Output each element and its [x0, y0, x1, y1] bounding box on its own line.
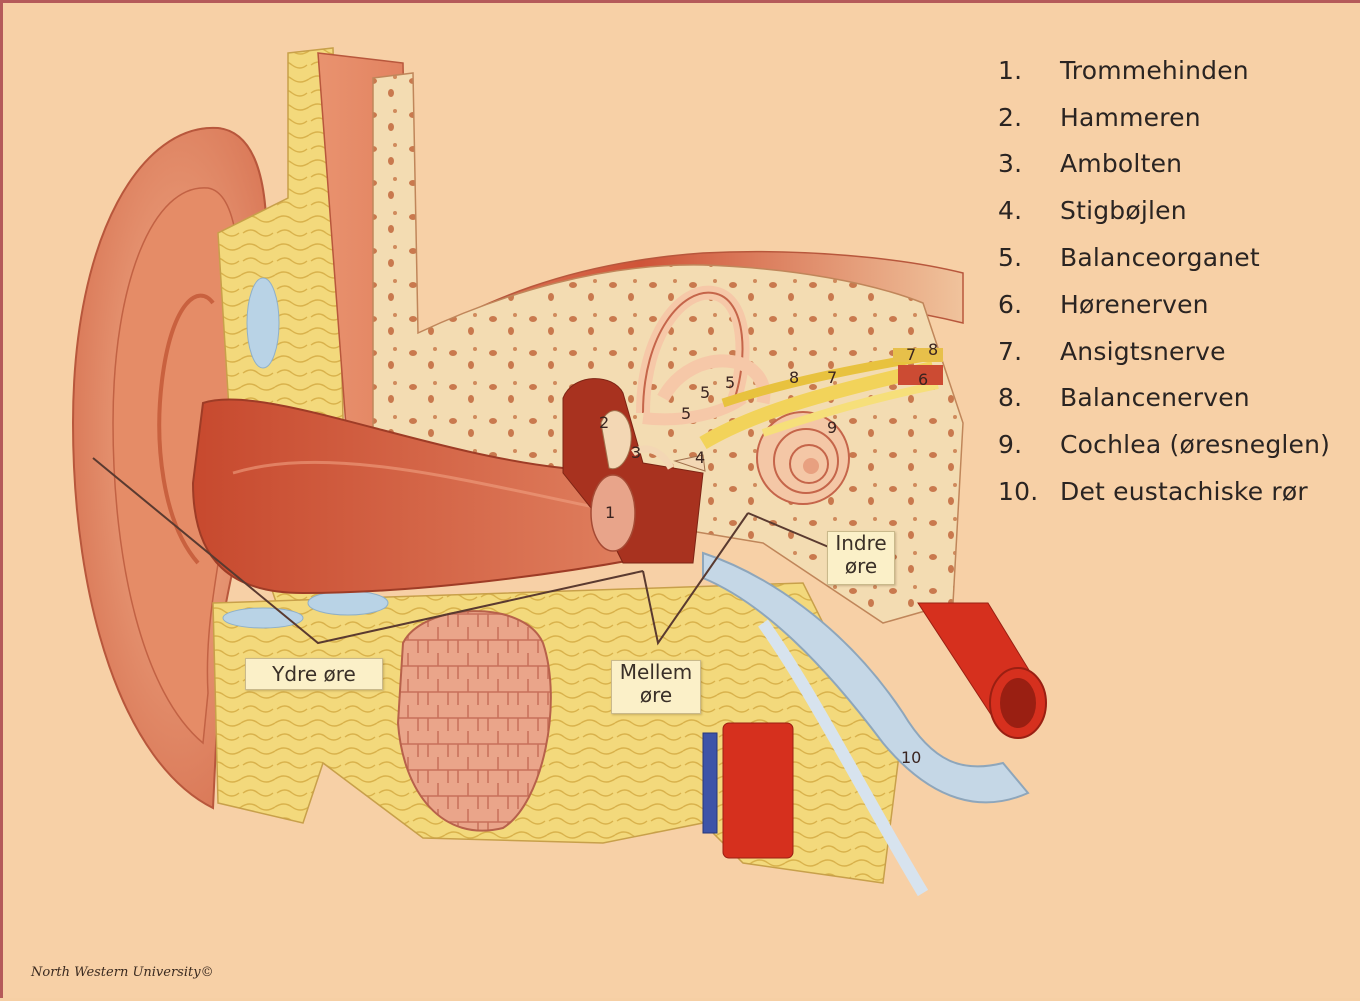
legend-item: 3.Ambolten	[998, 141, 1358, 188]
legend-list: 1.Trommehinden 2.Hammeren 3.Ambolten 4.S…	[998, 47, 1358, 515]
legend-item: 5.Balanceorganet	[998, 234, 1358, 281]
callout-7b: 7	[906, 345, 916, 364]
callout-7a: 7	[827, 368, 837, 387]
callout-5a: 5	[700, 383, 710, 402]
callout-4: 4	[695, 448, 705, 467]
middle-ear-label: Mellem øre	[611, 660, 701, 714]
legend-label: Ansigtsnerve	[1060, 337, 1226, 366]
callout-5b: 5	[725, 373, 735, 392]
callout-2: 2	[599, 413, 609, 432]
legend-label: Cochlea (øresneglen)	[1060, 430, 1330, 459]
callout-8a: 8	[789, 368, 799, 387]
legend-label: Trommehinden	[1060, 56, 1249, 85]
legend-label: Balanceorganet	[1060, 243, 1260, 272]
callout-10: 10	[901, 748, 921, 767]
callout-5c: 5	[681, 404, 691, 423]
legend-label: Ambolten	[1060, 149, 1182, 178]
callout-8b: 8	[928, 340, 938, 359]
legend-item: 8.Balancenerven	[998, 375, 1358, 422]
legend-item: 4.Stigbøjlen	[998, 187, 1358, 234]
legend-label: Stigbøjlen	[1060, 196, 1187, 225]
legend-label: Hørenerven	[1060, 290, 1209, 319]
legend-label: Det eustachiske rør	[1060, 477, 1308, 506]
legend-item: 1.Trommehinden	[998, 47, 1358, 94]
legend-item: 2.Hammeren	[998, 94, 1358, 141]
outer-ear-label: Ydre øre	[245, 658, 383, 690]
callout-6: 6	[918, 370, 928, 389]
legend-item: 6.Hørenerven	[998, 281, 1358, 328]
legend-item: 10.Det eustachiske rør	[998, 468, 1358, 515]
legend-item: 9.Cochlea (øresneglen)	[998, 421, 1358, 468]
legend-label: Balancenerven	[1060, 383, 1250, 412]
callout-9: 9	[827, 418, 837, 437]
parotid-gland	[398, 611, 551, 831]
callout-3: 3	[631, 443, 641, 462]
callout-1: 1	[605, 503, 615, 522]
inner-ear-label: Indre øre	[827, 531, 895, 585]
credit-text: North Western University©	[31, 965, 214, 980]
legend-label: Hammeren	[1060, 103, 1201, 132]
legend-item: 7.Ansigtsnerve	[998, 328, 1358, 375]
